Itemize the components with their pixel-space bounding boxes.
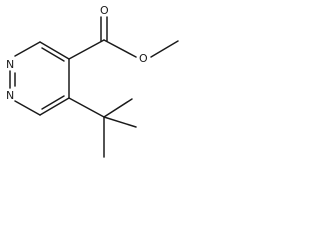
- bond-c4-c3: [39, 41, 70, 60]
- bond-c6-c5: [39, 97, 70, 116]
- atom-label-o-ester: O: [139, 52, 148, 65]
- bond-c4-c3-double: [41, 47, 65, 62]
- pyridazine-ring: [9, 41, 70, 116]
- methyl-ester-group: [68, 16, 179, 60]
- bond-quaternary-methyl-right: [103, 116, 137, 128]
- bond-c4-carbonyl: [68, 39, 105, 60]
- bond-carbonyl-oester: [103, 39, 137, 58]
- bond-c6-c5-double: [41, 95, 65, 110]
- tert-butyl-group: [68, 97, 137, 158]
- atom-label-o-carbonyl: O: [100, 4, 109, 17]
- atom-label-n2: N: [6, 89, 14, 102]
- bond-c5-quaternary: [68, 97, 105, 118]
- structure-diagram: N N O O: [6, 4, 179, 158]
- bond-n1-c3: [14, 41, 41, 57]
- bond-quaternary-methyl-up: [103, 98, 133, 118]
- bond-oester-methyl: [150, 40, 179, 58]
- bond-n2-c6: [14, 100, 41, 116]
- atom-label-n1: N: [6, 58, 14, 71]
